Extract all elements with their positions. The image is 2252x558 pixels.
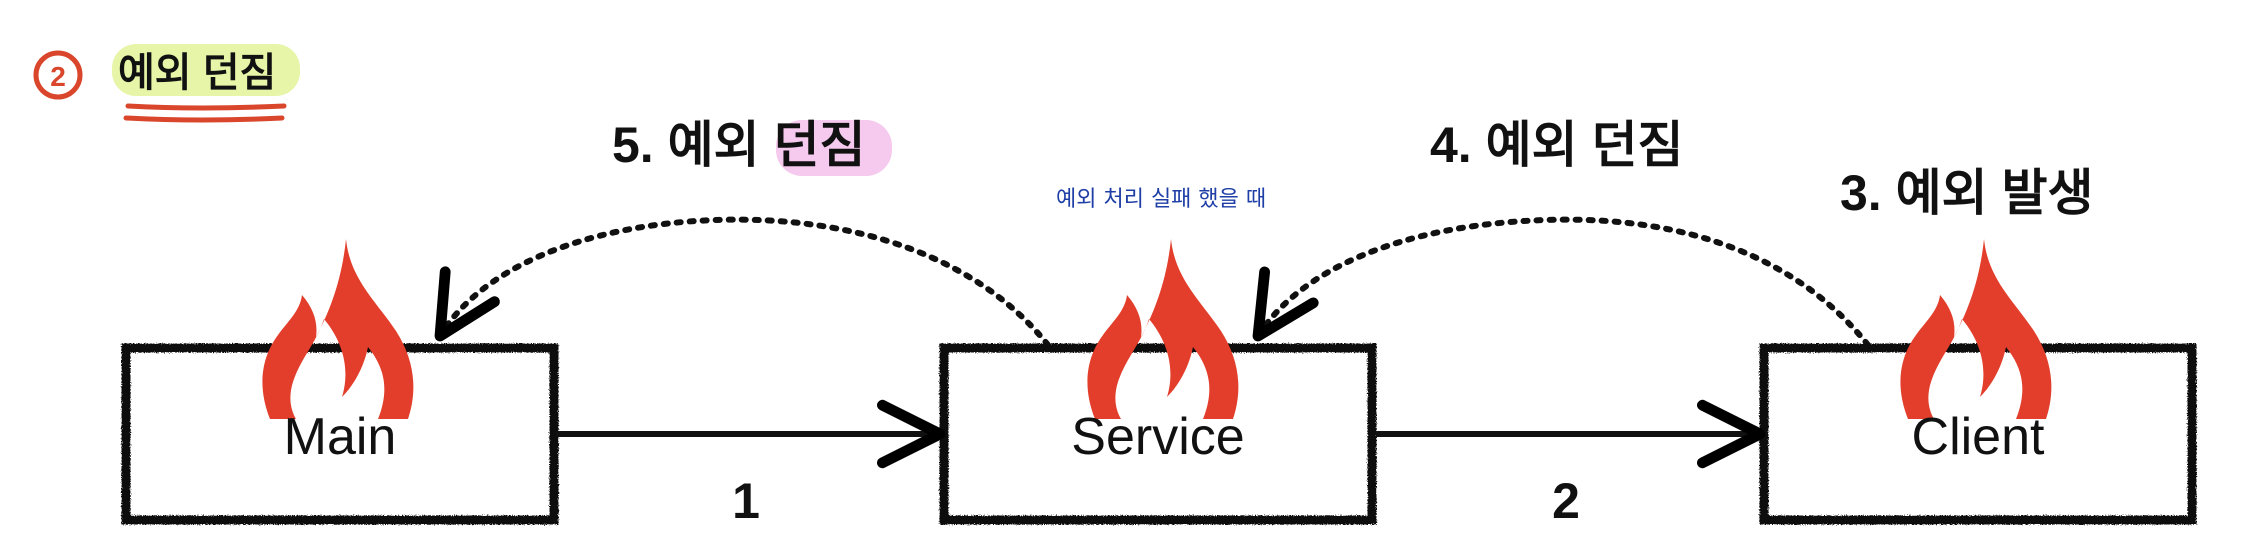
- badge-circle: [33, 50, 83, 100]
- step-1-label: 1: [732, 473, 760, 529]
- box-main: [121, 343, 559, 525]
- service-throw-label: 4. 예외 던짐: [1430, 117, 1683, 173]
- badge-number: 2: [50, 61, 66, 92]
- main-throw-label-highlight: 던짐: [773, 117, 865, 173]
- title-highlight: [112, 44, 300, 96]
- box-service-label: Service: [1071, 408, 1244, 466]
- fire-icon: [1087, 239, 1239, 419]
- main-throw-label: 5. 예외 던짐: [612, 117, 865, 173]
- throw-arrow-client-to-service: [1252, 216, 1871, 348]
- client-exception-label: 3. 예외 발생: [1840, 165, 2093, 221]
- step-2-label: 2: [1552, 473, 1580, 529]
- service-handwritten-note: 예외 처리 실패 했을 때: [1056, 187, 1266, 212]
- title-underline-second: [123, 115, 285, 123]
- throw-arrow-service-to-main: [434, 216, 1051, 348]
- fire-icon: [1900, 239, 2052, 419]
- main-throw-label-prefix: 5. 예외: [612, 117, 773, 173]
- title-underline: [125, 103, 287, 111]
- fire-icon: [262, 239, 414, 419]
- main-throw-highlight-bg: [776, 120, 892, 176]
- box-main-label: Main: [284, 408, 397, 466]
- box-client-label: Client: [1912, 408, 2045, 466]
- section-number-badge: 2: [33, 50, 83, 100]
- section-title: 예외 던짐: [118, 51, 276, 95]
